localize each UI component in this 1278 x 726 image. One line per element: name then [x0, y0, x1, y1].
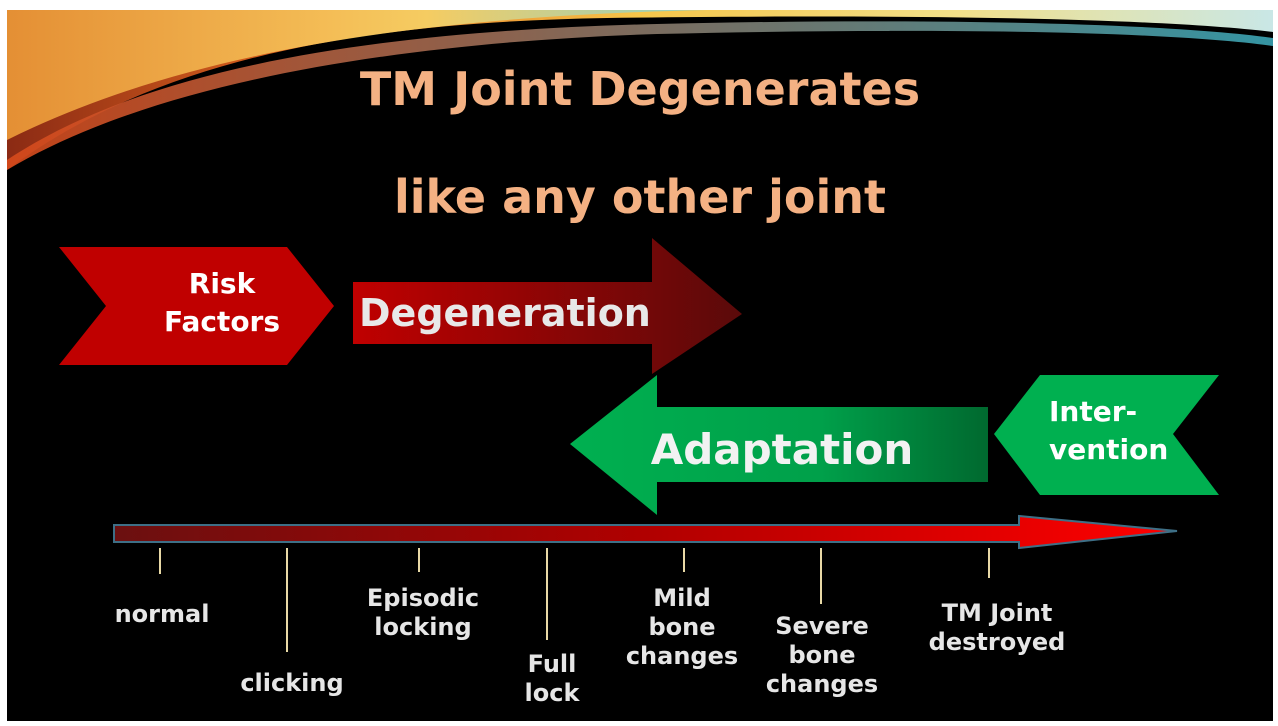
- stage-full-lock: Full lock: [512, 650, 592, 708]
- adaptation-label: Adaptation: [607, 422, 957, 478]
- stage-episodic-locking: Episodic locking: [358, 584, 488, 642]
- stage-mild-bone-changes: Mild bone changes: [607, 584, 757, 671]
- tick-mild-bone-changes: [683, 548, 685, 572]
- stage-severe-bone-changes: Severe bone changes: [747, 612, 897, 699]
- timeline-arrow: [114, 516, 1177, 548]
- slide: TM Joint Degenerates like any other join…: [7, 10, 1273, 721]
- risk-factors-label: Risk Factors: [127, 265, 317, 341]
- tick-tm-joint-destroyed: [988, 548, 990, 578]
- tick-episodic-locking: [418, 548, 420, 572]
- tick-full-lock: [546, 548, 548, 640]
- stage-normal: normal: [97, 600, 227, 629]
- degeneration-label: Degeneration: [353, 287, 729, 339]
- tick-normal: [159, 548, 161, 574]
- stage-clicking: clicking: [227, 669, 357, 698]
- tick-severe-bone-changes: [820, 548, 822, 604]
- stage-tm-joint-destroyed: TM Joint destroyed: [912, 599, 1082, 657]
- tick-clicking: [286, 548, 288, 652]
- intervention-label: Inter- vention: [1037, 393, 1209, 469]
